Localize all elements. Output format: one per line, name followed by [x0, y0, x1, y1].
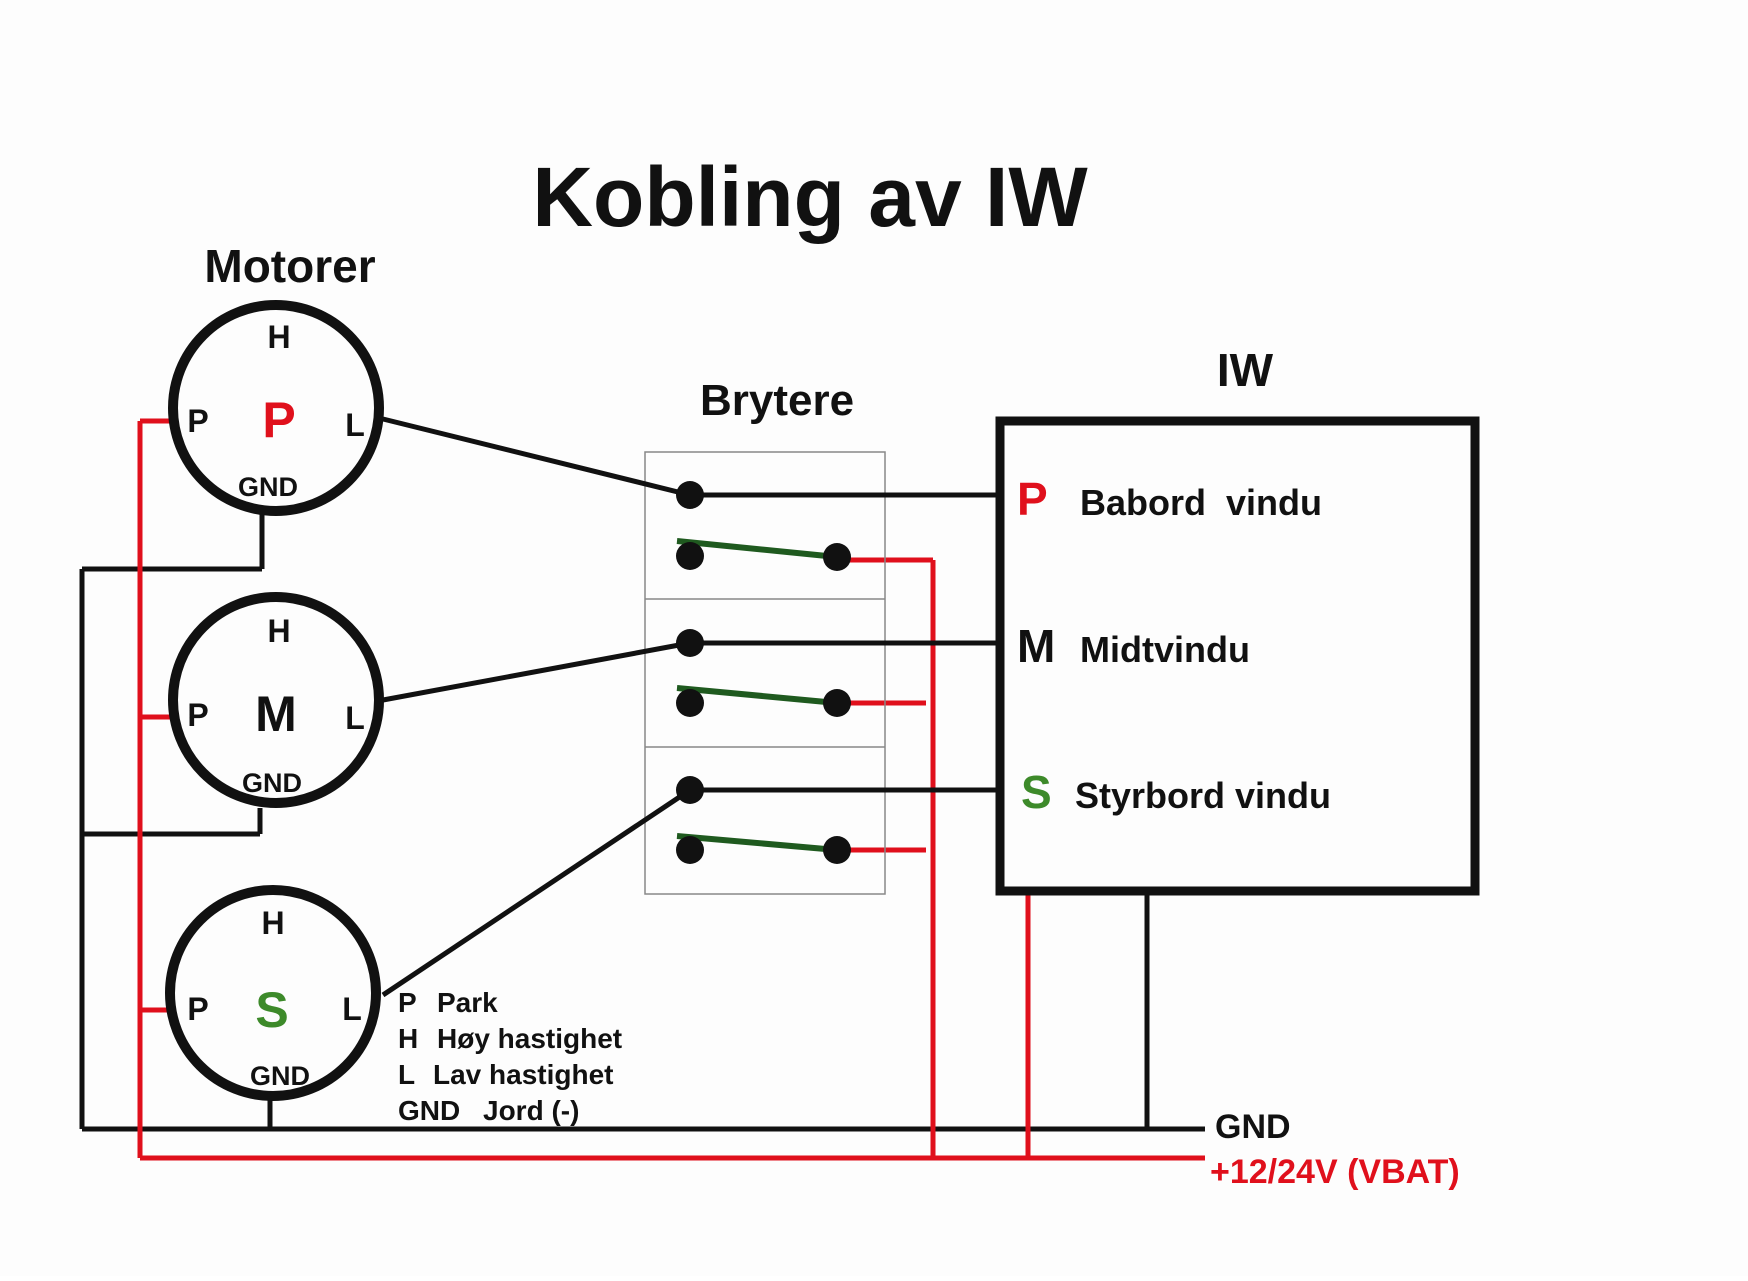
switch-lever-2 — [676, 685, 838, 706]
iw-heading: IW — [1217, 344, 1274, 396]
motor-p-top-label: H — [267, 319, 290, 355]
motor-m: H P M L GND — [168, 592, 384, 808]
motor-s-center-label: S — [255, 982, 288, 1038]
legend-key-l: L — [398, 1059, 415, 1090]
wire-motor-p-to-switch — [382, 416, 691, 498]
switch-lever-1 — [676, 538, 838, 560]
motors-heading: Motorer — [204, 240, 375, 292]
switch-2-common-contact — [676, 629, 704, 657]
diagram-title: Kobling av IW — [532, 150, 1088, 244]
legend-text-l: Lav hastighet — [433, 1059, 613, 1090]
iw-row-m-letter: M — [1017, 620, 1055, 672]
legend-key-gnd: GND — [398, 1095, 460, 1126]
switch-3-common-contact — [676, 776, 704, 804]
motor-s-circle — [165, 885, 381, 1101]
motor-s-top-label: H — [261, 905, 284, 941]
motor-p-left-label: P — [187, 403, 208, 439]
switch-3-lever-pivot — [676, 836, 704, 864]
iw-controller-box — [995, 416, 1480, 896]
gnd-wiring — [79, 513, 1205, 1132]
vbat-rail-label: +12/24V (VBAT) — [1210, 1153, 1460, 1191]
motor-s-bottom-label: GND — [250, 1061, 310, 1091]
legend-key-p: P — [398, 987, 417, 1018]
wire-motor-m-to-switch — [382, 640, 691, 703]
motor-p-right-label: L — [345, 407, 365, 443]
motor-m-center-label: M — [255, 686, 297, 742]
legend-text-gnd: Jord (-) — [483, 1095, 579, 1126]
iw-row-m: M Midtvindu — [1017, 620, 1250, 672]
motor-s: H P S L GND — [165, 885, 381, 1101]
switch-lever-3 — [676, 833, 838, 853]
motor-m-right-label: L — [345, 700, 365, 736]
vbat-wiring — [137, 418, 1205, 1161]
switch-panel — [644, 451, 886, 895]
motor-m-bottom-label: GND — [242, 768, 302, 798]
switch-1-common-contact — [676, 481, 704, 509]
iw-row-s: S Styrbord vindu — [1021, 766, 1331, 818]
motor-s-left-label: P — [187, 991, 208, 1027]
switch-1-vbat-contact — [823, 543, 851, 571]
switch-2-vbat-contact — [823, 689, 851, 717]
legend-text-p: Park — [437, 987, 498, 1018]
motor-m-left-label: P — [187, 697, 208, 733]
iw-row-p-label: Babord vindu — [1080, 482, 1322, 523]
motor-p: H P P L GND — [168, 300, 384, 516]
wire-motor-s-to-switch — [381, 787, 692, 998]
switch-2-lever-pivot — [676, 689, 704, 717]
switch-panel-outline — [644, 451, 886, 895]
motor-s-right-label: L — [342, 991, 362, 1027]
legend-key-h: H — [398, 1023, 418, 1054]
iw-row-p-letter: P — [1017, 473, 1048, 525]
motor-p-center-label: P — [262, 392, 295, 448]
iw-row-p: P Babord vindu — [1017, 473, 1322, 525]
signal-wiring — [381, 416, 997, 998]
iw-row-s-label: Styrbord vindu — [1075, 775, 1331, 816]
motor-m-circle — [168, 592, 384, 808]
switch-1-lever-pivot — [676, 542, 704, 570]
switch-3-vbat-contact — [823, 836, 851, 864]
switch-contacts — [676, 481, 851, 864]
switch-levers — [676, 538, 838, 853]
iw-row-s-letter: S — [1021, 766, 1052, 818]
motor-p-bottom-label: GND — [238, 472, 298, 502]
iw-row-m-label: Midtvindu — [1080, 629, 1250, 670]
switches-heading: Brytere — [700, 376, 854, 425]
legend-text-h: Høy hastighet — [437, 1023, 622, 1054]
legend: P Park H Høy hastighet L Lav hastighet G… — [398, 987, 622, 1126]
motor-m-top-label: H — [267, 613, 290, 649]
motor-p-circle — [168, 300, 384, 516]
gnd-rail-label: GND — [1215, 1108, 1291, 1146]
